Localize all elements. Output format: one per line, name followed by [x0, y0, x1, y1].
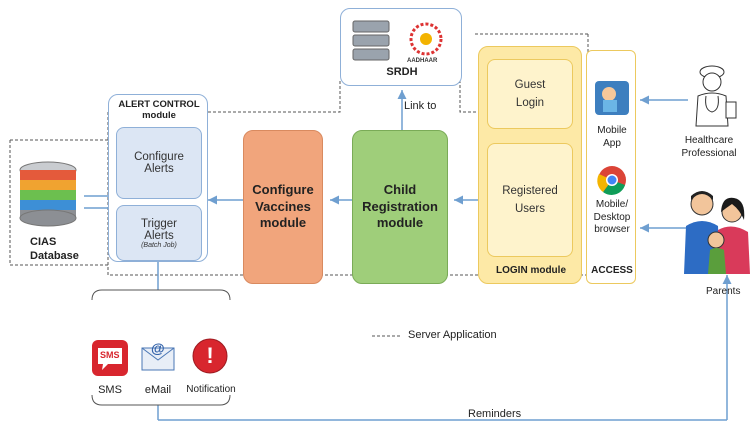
child-line3: module — [376, 215, 424, 231]
parents-icon — [684, 191, 750, 274]
registered-users-line2: Users — [514, 203, 546, 215]
configure-alerts-line2: Alerts — [144, 163, 174, 175]
guest-login-line2: Login — [515, 97, 545, 109]
srdh-label: SRDH — [386, 66, 418, 78]
database-label-line1: CIAS — [30, 236, 57, 248]
database-icon — [19, 161, 77, 227]
login-module: Guest Login Registered Users LOGIN modul… — [478, 46, 582, 284]
legend-label: Server Application — [408, 329, 497, 341]
vaccines-line1: Configure — [252, 181, 314, 197]
configure-alerts-box: Configure Alerts — [116, 127, 202, 199]
chrome-browser-icon — [597, 166, 626, 195]
alert-control-title-line1: ALERT CONTROL — [118, 99, 200, 110]
login-module-title: LOGIN module — [496, 265, 566, 276]
access-title: ACCESS — [591, 265, 633, 276]
srdh-box: AADHAAR SRDH — [340, 8, 462, 86]
access-panel: Mobile App Mobile/ Desktop browser ACCES… — [586, 50, 636, 284]
desktop-browser-line2: Desktop — [593, 211, 631, 223]
aadhaar-logo-text: AADHAAR — [407, 58, 438, 64]
parents-label: Parents — [706, 286, 741, 297]
sms-label: SMS — [98, 384, 122, 396]
guest-login-box: Guest Login — [487, 59, 573, 129]
trigger-alerts-box: Trigger Alerts (Batch Job) — [116, 205, 202, 261]
trigger-alerts-line2: Alerts — [144, 229, 174, 242]
email-label: eMail — [144, 384, 172, 396]
registered-users-line1: Registered — [502, 184, 558, 197]
database-label-line2: Database — [30, 249, 79, 262]
reminders-label: Reminders — [468, 408, 522, 420]
registered-users-box: Registered Users — [487, 143, 573, 257]
guest-login-line1: Guest — [514, 78, 546, 91]
alert-control-module: ALERT CONTROL module Configure Alerts Tr… — [108, 94, 208, 262]
child-line2: Registration — [362, 198, 438, 214]
configure-vaccines-module: Configure Vaccines module — [243, 130, 323, 284]
link-to-label: Link to — [404, 100, 437, 112]
child-registration-module: Child Registration module — [352, 130, 448, 284]
database-label: CIAS Database — [30, 236, 79, 264]
notification-label: Notification — [186, 384, 236, 395]
notification-alert-icon — [192, 338, 228, 374]
sms-icon-text: SMS — [100, 350, 120, 360]
notify-bracket — [91, 289, 231, 406]
hcp-line1: Healthcare — [684, 135, 734, 146]
aadhaar-logo-icon — [409, 22, 443, 56]
mobile-app-line2: App — [603, 137, 621, 149]
desktop-browser-label: Mobile/ Desktop browser — [585, 199, 639, 237]
trigger-alerts-note: (Batch Job) — [141, 241, 177, 249]
database-frame — [9, 139, 108, 266]
healthcare-professional-label: Healthcare Professional — [664, 134, 754, 160]
email-icon-text: @ — [151, 340, 165, 356]
mobile-app-line1: Mobile — [597, 125, 627, 136]
configure-alerts-line1: Configure — [134, 151, 184, 163]
email-icon — [141, 347, 175, 371]
doctor-icon — [695, 65, 737, 127]
alert-control-title-line2: module — [142, 110, 176, 122]
vaccines-line3: module — [259, 215, 307, 231]
desktop-browser-line3: browser — [594, 224, 630, 235]
vaccines-line2: Vaccines — [255, 198, 311, 214]
server-stack-icon — [352, 20, 390, 61]
desktop-browser-line1: Mobile/ — [595, 199, 629, 210]
trigger-alerts-line1: Trigger — [141, 217, 177, 230]
child-line1: Child — [383, 181, 417, 197]
server-application-frame — [107, 33, 588, 276]
notification-alert-icon-text: ! — [206, 343, 214, 368]
hcp-line2: Professional — [681, 148, 737, 159]
mobile-app-icon — [595, 81, 629, 115]
mobile-app-label: Mobile App — [587, 125, 637, 150]
sms-icon — [92, 340, 128, 376]
alert-control-title: ALERT CONTROL module — [109, 99, 209, 122]
